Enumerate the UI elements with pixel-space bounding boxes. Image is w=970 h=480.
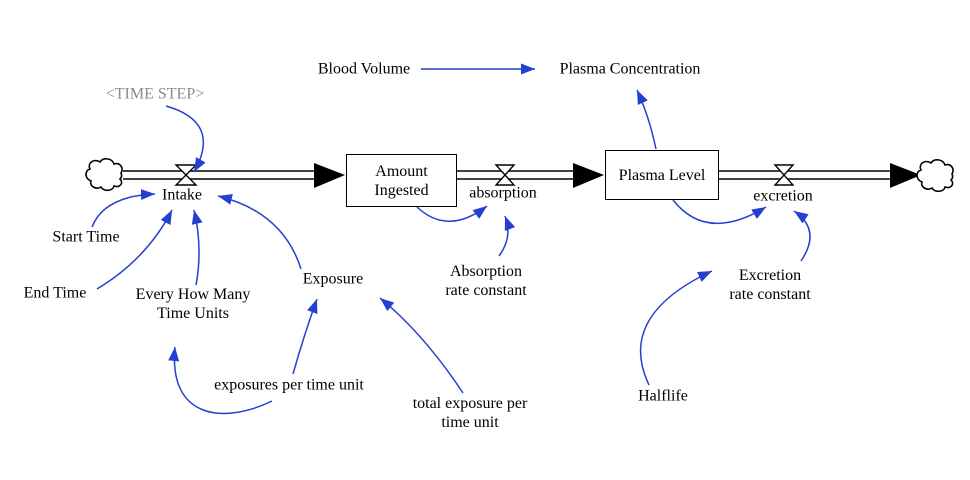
connector-halflife-to-excretion-rate-constant bbox=[639, 270, 713, 386]
flow-label-intake[interactable]: Intake bbox=[162, 186, 202, 204]
connector-plasma-level-to-plasma-concentration bbox=[636, 89, 657, 150]
excretion-valve[interactable] bbox=[773, 164, 795, 186]
variable-halflife[interactable]: Halflife bbox=[638, 387, 688, 405]
variable-plasma-concentration[interactable]: Plasma Concentration bbox=[559, 60, 701, 78]
connector-exposures-per-time-unit-to-exposure bbox=[292, 298, 318, 375]
flow-pipe-plasma-level-to-sink bbox=[719, 163, 921, 188]
connector-time-step-to-intake bbox=[165, 105, 206, 173]
flow-pipe-amount-ingested-to-plasma-level bbox=[457, 163, 604, 188]
connector-total-exposure-to-exposure bbox=[379, 297, 464, 394]
variable-absorption-rate-constant[interactable]: Absorption rate constant bbox=[445, 263, 527, 299]
flow-label-absorption[interactable]: absorption bbox=[469, 184, 537, 202]
variable-start-time[interactable]: Start Time bbox=[52, 228, 120, 246]
sink-cloud[interactable] bbox=[916, 158, 954, 193]
stock-amount-ingested[interactable]: Amount Ingested bbox=[346, 154, 457, 207]
intake-valve[interactable] bbox=[174, 164, 198, 186]
variable-excretion-rate-constant[interactable]: Excretion rate constant bbox=[729, 267, 811, 303]
absorption-valve[interactable] bbox=[494, 164, 516, 186]
connector-exposures-per-time-unit-to-every-how-many bbox=[168, 346, 273, 415]
variable-end-time[interactable]: End Time bbox=[23, 284, 87, 302]
stock-plasma-level[interactable]: Plasma Level bbox=[605, 150, 719, 200]
connector-every-how-many-to-intake bbox=[191, 209, 203, 286]
variable-blood-volume[interactable]: Blood Volume bbox=[317, 60, 411, 78]
connector-amount-ingested-to-absorption bbox=[416, 205, 488, 222]
connector-excretion-rate-constant-to-excretion bbox=[793, 210, 811, 262]
variable-exposures-per-time-unit[interactable]: exposures per time unit bbox=[214, 376, 364, 394]
connector-absorption-rate-constant-to-absorption bbox=[498, 215, 516, 257]
variable-total-exposure-per-time-unit[interactable]: total exposure per time unit bbox=[412, 395, 528, 431]
variable-exposure[interactable]: Exposure bbox=[302, 270, 364, 288]
connector-start-time-to-intake bbox=[91, 189, 156, 228]
flow-pipe-source-to-amount-ingested bbox=[123, 163, 345, 188]
flow-label-excretion[interactable]: excretion bbox=[753, 187, 813, 205]
variable-every-how-many-time-units[interactable]: Every How Many Time Units bbox=[135, 286, 251, 322]
connector-exposure-to-intake bbox=[217, 194, 302, 270]
connector-plasma-level-to-excretion bbox=[672, 199, 767, 225]
connector-end-time-to-intake bbox=[96, 209, 173, 290]
source-cloud[interactable] bbox=[85, 157, 123, 192]
variable-time-step-shadow[interactable]: <TIME STEP> bbox=[105, 85, 205, 103]
